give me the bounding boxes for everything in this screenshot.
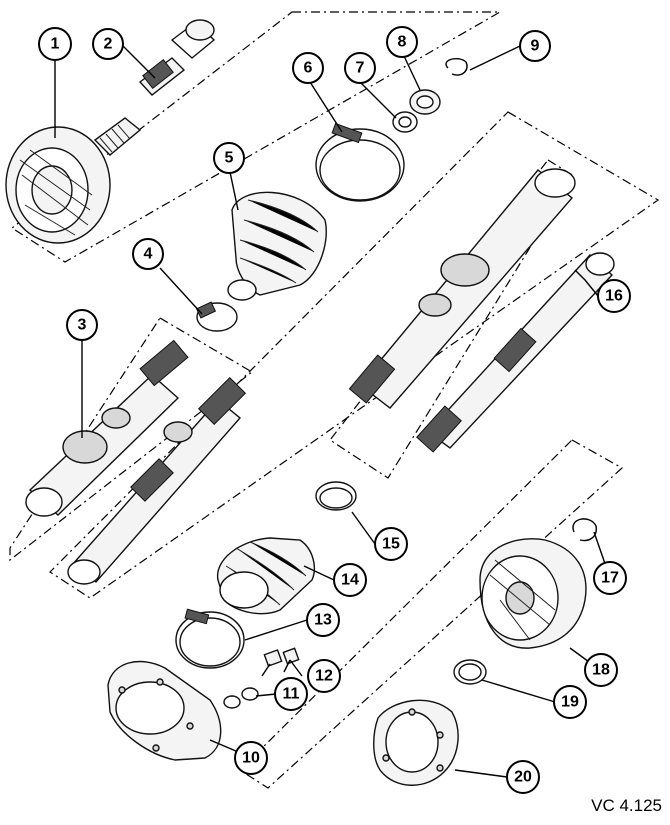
svg-text:16: 16	[605, 288, 623, 305]
callout-16: 16	[597, 279, 631, 313]
callout-5: 5	[213, 142, 245, 174]
svg-text:12: 12	[315, 668, 333, 685]
svg-text:2: 2	[104, 36, 113, 53]
callout-3: 3	[66, 309, 98, 341]
svg-text:14: 14	[341, 572, 359, 589]
svg-text:4: 4	[144, 246, 153, 263]
cv-joint-inner	[479, 538, 587, 649]
clamp-small	[315, 481, 357, 511]
svg-text:5: 5	[225, 150, 234, 167]
callout-14: 14	[333, 563, 367, 597]
svg-text:11: 11	[283, 686, 300, 703]
callout-12: 12	[307, 659, 341, 693]
bolts	[261, 647, 300, 677]
callout-15: 15	[374, 527, 408, 561]
callout-8: 8	[386, 26, 418, 58]
callout-11: 11	[274, 677, 308, 711]
svg-text:7: 7	[356, 60, 365, 77]
svg-text:13: 13	[314, 612, 332, 629]
callout-9: 9	[519, 30, 551, 62]
svg-text:20: 20	[514, 769, 532, 786]
svg-text:3: 3	[78, 317, 87, 334]
leader-lines	[54, 44, 611, 778]
hose-clip	[195, 301, 238, 332]
drive-shaft-right	[348, 168, 615, 453]
callout-13: 13	[306, 603, 340, 637]
callout-20: 20	[506, 760, 540, 794]
stub-shaft	[138, 19, 216, 96]
svg-text:17: 17	[601, 570, 619, 587]
clamp-band-lower	[175, 608, 245, 669]
callout-1: 1	[38, 27, 72, 61]
svg-text:8: 8	[398, 34, 407, 51]
circlip-17	[572, 518, 597, 542]
group-outline-middle	[49, 111, 660, 599]
circlip-upper	[445, 58, 468, 76]
cover-plate	[107, 660, 222, 761]
callout-2: 2	[92, 28, 124, 60]
group-outline-lower	[239, 439, 624, 789]
svg-text:18: 18	[592, 662, 610, 679]
callout-19: 19	[553, 685, 587, 719]
cv-joint-outer	[5, 117, 142, 244]
callout-7: 7	[344, 52, 376, 84]
reference-code: VC 4.125	[591, 796, 662, 815]
svg-text:19: 19	[561, 694, 579, 711]
boot-large	[227, 191, 327, 301]
group-outline-upper	[10, 11, 503, 263]
callout-6: 6	[292, 52, 324, 84]
callout-18: 18	[584, 653, 618, 687]
end-cap	[373, 699, 459, 786]
svg-text:1: 1	[51, 36, 60, 53]
callout-4: 4	[132, 238, 164, 270]
clamp-band-upper	[315, 122, 405, 202]
svg-text:10: 10	[242, 750, 260, 767]
lock-washers	[223, 687, 259, 709]
drive-shaft-left	[25, 339, 247, 585]
svg-text:6: 6	[304, 60, 313, 77]
boot-inner	[216, 537, 316, 615]
callout-10: 10	[234, 741, 268, 775]
svg-text:9: 9	[531, 38, 540, 55]
callout-17: 17	[593, 561, 627, 595]
svg-text:15: 15	[382, 536, 400, 553]
